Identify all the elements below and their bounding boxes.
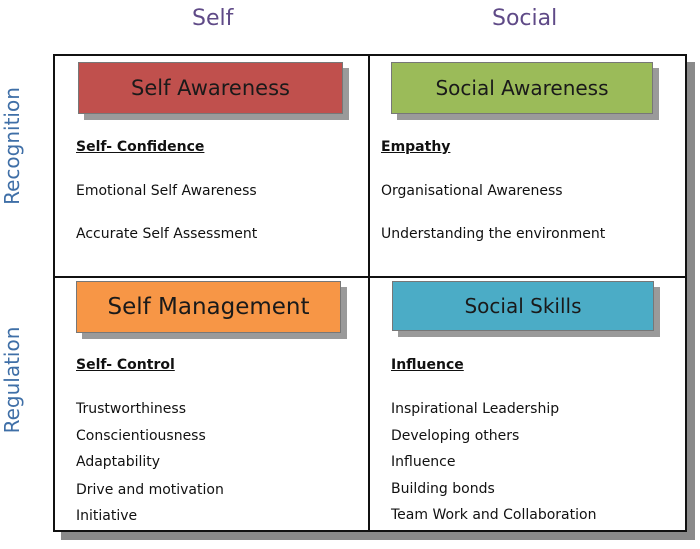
grid-horizontal-divider	[55, 276, 685, 278]
list-item: Organisational Awareness	[381, 183, 563, 199]
self-control-heading: Self- Control	[76, 357, 175, 373]
list-item: Drive and motivation	[76, 482, 224, 498]
list-item: Inspirational Leadership	[391, 401, 560, 417]
list-item: Initiative	[76, 508, 138, 524]
list-item: Accurate Self Assessment	[76, 226, 258, 242]
list-item: Team Work and Collaboration	[391, 507, 597, 523]
list-item: Trustworthiness	[76, 401, 187, 417]
influence-heading: Influence	[391, 357, 464, 373]
row-header-recognition: Recognition	[0, 87, 24, 205]
row-header-regulation: Regulation	[0, 326, 24, 434]
grid-vertical-divider	[368, 56, 370, 530]
list-item: Building bonds	[391, 481, 495, 497]
column-header-self: Self	[192, 6, 234, 31]
social-awareness-title: Social Awareness	[391, 62, 653, 114]
list-item: Conscientiousness	[76, 428, 206, 444]
list-item: Understanding the environment	[381, 226, 606, 242]
column-header-social: Social	[492, 6, 558, 31]
list-item: Adaptability	[76, 454, 161, 470]
empathy-heading: Empathy	[381, 139, 451, 155]
self-management-title: Self Management	[76, 281, 341, 333]
list-item: Emotional Self Awareness	[76, 183, 257, 199]
self-confidence-heading: Self- Confidence	[76, 139, 205, 155]
list-item: Developing others	[391, 428, 520, 444]
self-awareness-title: Self Awareness	[78, 62, 343, 114]
social-skills-title: Social Skills	[392, 281, 654, 331]
list-item: Influence	[391, 454, 456, 470]
